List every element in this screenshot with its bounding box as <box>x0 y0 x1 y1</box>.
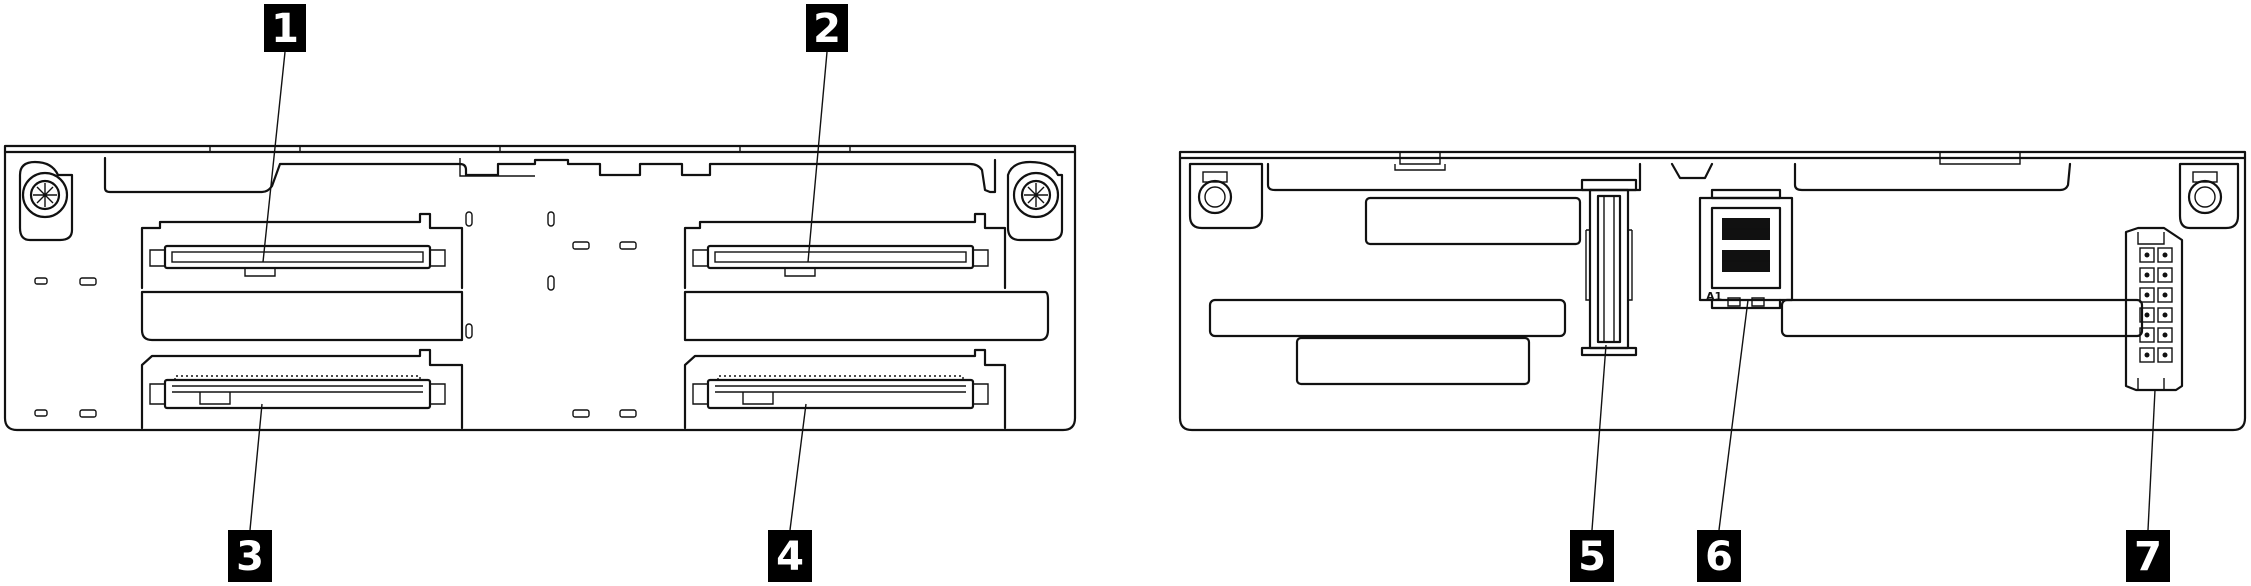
connector-6-pins <box>1722 218 1770 272</box>
mounting-slots <box>34 211 637 418</box>
connector-6: A1 <box>1698 188 1794 310</box>
leader-3 <box>249 403 263 531</box>
mount-post-right <box>2178 162 2240 230</box>
leader-1 <box>262 51 286 263</box>
power-pins <box>2139 247 2173 363</box>
callout-1-label: 1 <box>271 6 299 52</box>
callout-3-label: 3 <box>236 534 264 580</box>
leader-lines <box>249 51 2156 531</box>
connector-3 <box>140 348 464 430</box>
connector-6-marking: A1 <box>1706 290 1722 303</box>
callout-2: 2 <box>806 4 848 52</box>
callout-7: 7 <box>2126 530 2170 582</box>
screw-mount-right <box>1006 160 1064 242</box>
connector-2 <box>683 212 1007 290</box>
connector-7 <box>2124 226 2184 392</box>
leader-4 <box>789 403 807 531</box>
callout-3: 3 <box>228 530 272 582</box>
callout-2-label: 2 <box>813 6 841 52</box>
leader-7 <box>2147 389 2156 531</box>
callout-4: 4 <box>768 530 812 582</box>
mount-post-left <box>1188 162 1264 230</box>
callout-6-label: 6 <box>1705 534 1733 580</box>
screw-mount-left <box>18 160 74 242</box>
callout-5: 5 <box>1570 530 1614 582</box>
callout-1: 1 <box>264 4 306 52</box>
callout-5-label: 5 <box>1578 534 1606 580</box>
connector-1 <box>140 212 464 290</box>
leader-5 <box>1591 344 1607 531</box>
callout-7-label: 7 <box>2134 534 2162 580</box>
callout-6: 6 <box>1697 530 1741 582</box>
rear-backplane-view: A1 <box>1178 150 2247 432</box>
front-backplane-view <box>3 144 1077 432</box>
connector-5 <box>1580 178 1638 357</box>
leader-6 <box>1718 299 1749 531</box>
connector-4 <box>683 348 1007 430</box>
callout-4-label: 4 <box>776 534 804 580</box>
leader-2 <box>807 51 828 263</box>
